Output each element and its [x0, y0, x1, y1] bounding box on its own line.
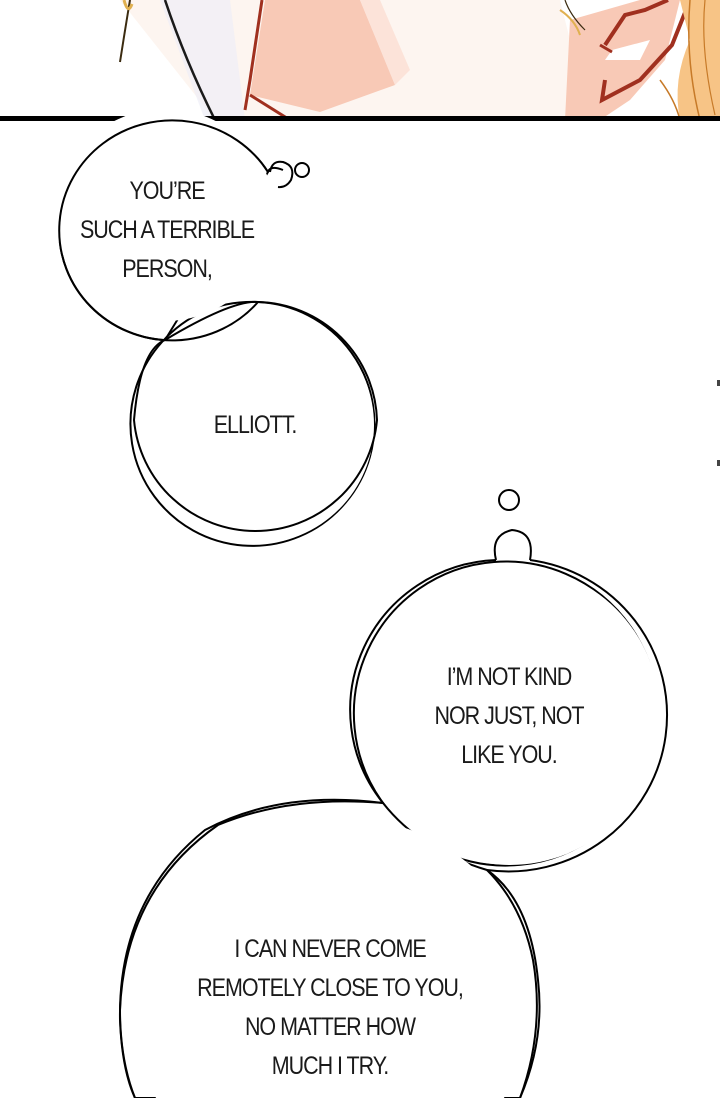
bubble-text-line: I CAN NEVER COME — [234, 935, 426, 963]
bubble-text-line: I’M NOT KIND — [446, 663, 573, 691]
bubble-4-text: I CAN NEVER COME REMOTELY CLOSE TO YOU, … — [175, 930, 485, 1086]
bubble-text-line: ELLIOTT. — [213, 411, 298, 439]
bubble-text-line: SUCH A TERRIBLE — [79, 216, 255, 244]
bubble-2-text: ELLIOTT. — [173, 406, 336, 445]
panel-border — [0, 116, 720, 121]
bubble-text-line: MUCH I TRY. — [271, 1052, 390, 1080]
art-panel — [0, 0, 720, 120]
character-illustration — [119, 0, 720, 120]
bubble-3-text: I’M NOT KIND NOR JUST, NOT LIKE YOU. — [415, 658, 602, 775]
bubble-text-line: YOU’RE — [129, 177, 205, 205]
bubble-text-line: PERSON, — [122, 255, 213, 283]
bubble-text-line: LIKE YOU. — [461, 741, 558, 769]
edge-mark — [717, 380, 720, 386]
bubble-1-text: YOU’RE SUCH A TERRIBLE PERSON, — [70, 172, 264, 289]
edge-mark — [717, 460, 720, 466]
bubble-text-line: REMOTELY CLOSE TO YOU, — [197, 974, 464, 1002]
bubble-text-line: NO MATTER HOW — [244, 1013, 416, 1041]
bubble-text-line: NOR JUST, NOT — [434, 702, 584, 730]
